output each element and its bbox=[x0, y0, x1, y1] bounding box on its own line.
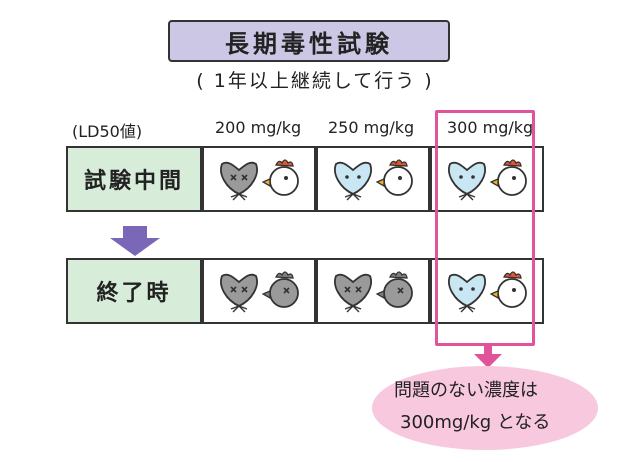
table-tail-row1 bbox=[530, 146, 544, 212]
highlight-300-column bbox=[435, 110, 535, 346]
mouse-icon-end-300 bbox=[446, 270, 488, 318]
dead-mouse-icon-midterm-200 bbox=[218, 158, 260, 206]
dead-chicken-icon-end-250 bbox=[375, 269, 416, 315]
mouse-icon-midterm-300 bbox=[446, 158, 488, 206]
dose-label-250: 250 mg/kg bbox=[328, 118, 415, 137]
ld50-label: (LD50値) bbox=[72, 122, 143, 141]
chicken-icon-midterm-200 bbox=[261, 157, 302, 203]
chicken-icon-midterm-300 bbox=[489, 157, 530, 203]
chicken-icon-end-300 bbox=[489, 269, 530, 315]
pink-arrow-icon bbox=[474, 346, 502, 368]
conclusion-line2: 300mg/kg となる bbox=[400, 412, 551, 433]
title-box: 長期毒性試験 bbox=[168, 20, 450, 62]
conclusion-bubble bbox=[372, 366, 598, 450]
dead-mouse-icon-end-200 bbox=[218, 270, 260, 318]
conclusion-line1: 問題のない濃度は bbox=[394, 380, 538, 401]
dead-chicken-icon-end-200 bbox=[261, 269, 302, 315]
dead-mouse-icon-end-250 bbox=[332, 270, 374, 318]
chicken-icon-midterm-250 bbox=[375, 157, 416, 203]
dose-label-200: 200 mg/kg bbox=[215, 118, 302, 137]
mouse-icon-midterm-250 bbox=[332, 158, 374, 206]
dose-label-300: 300 mg/kg bbox=[447, 118, 534, 137]
subtitle: ( 1年以上継続して行う ) bbox=[196, 70, 434, 92]
table-tail-row2 bbox=[530, 258, 544, 324]
row-label-end: 終了時 bbox=[66, 258, 202, 324]
down-arrow-icon bbox=[110, 226, 160, 256]
title-text: 長期毒性試験 bbox=[225, 29, 393, 58]
row-label-midterm: 試験中間 bbox=[66, 146, 202, 212]
cell-end-250 bbox=[316, 258, 430, 324]
